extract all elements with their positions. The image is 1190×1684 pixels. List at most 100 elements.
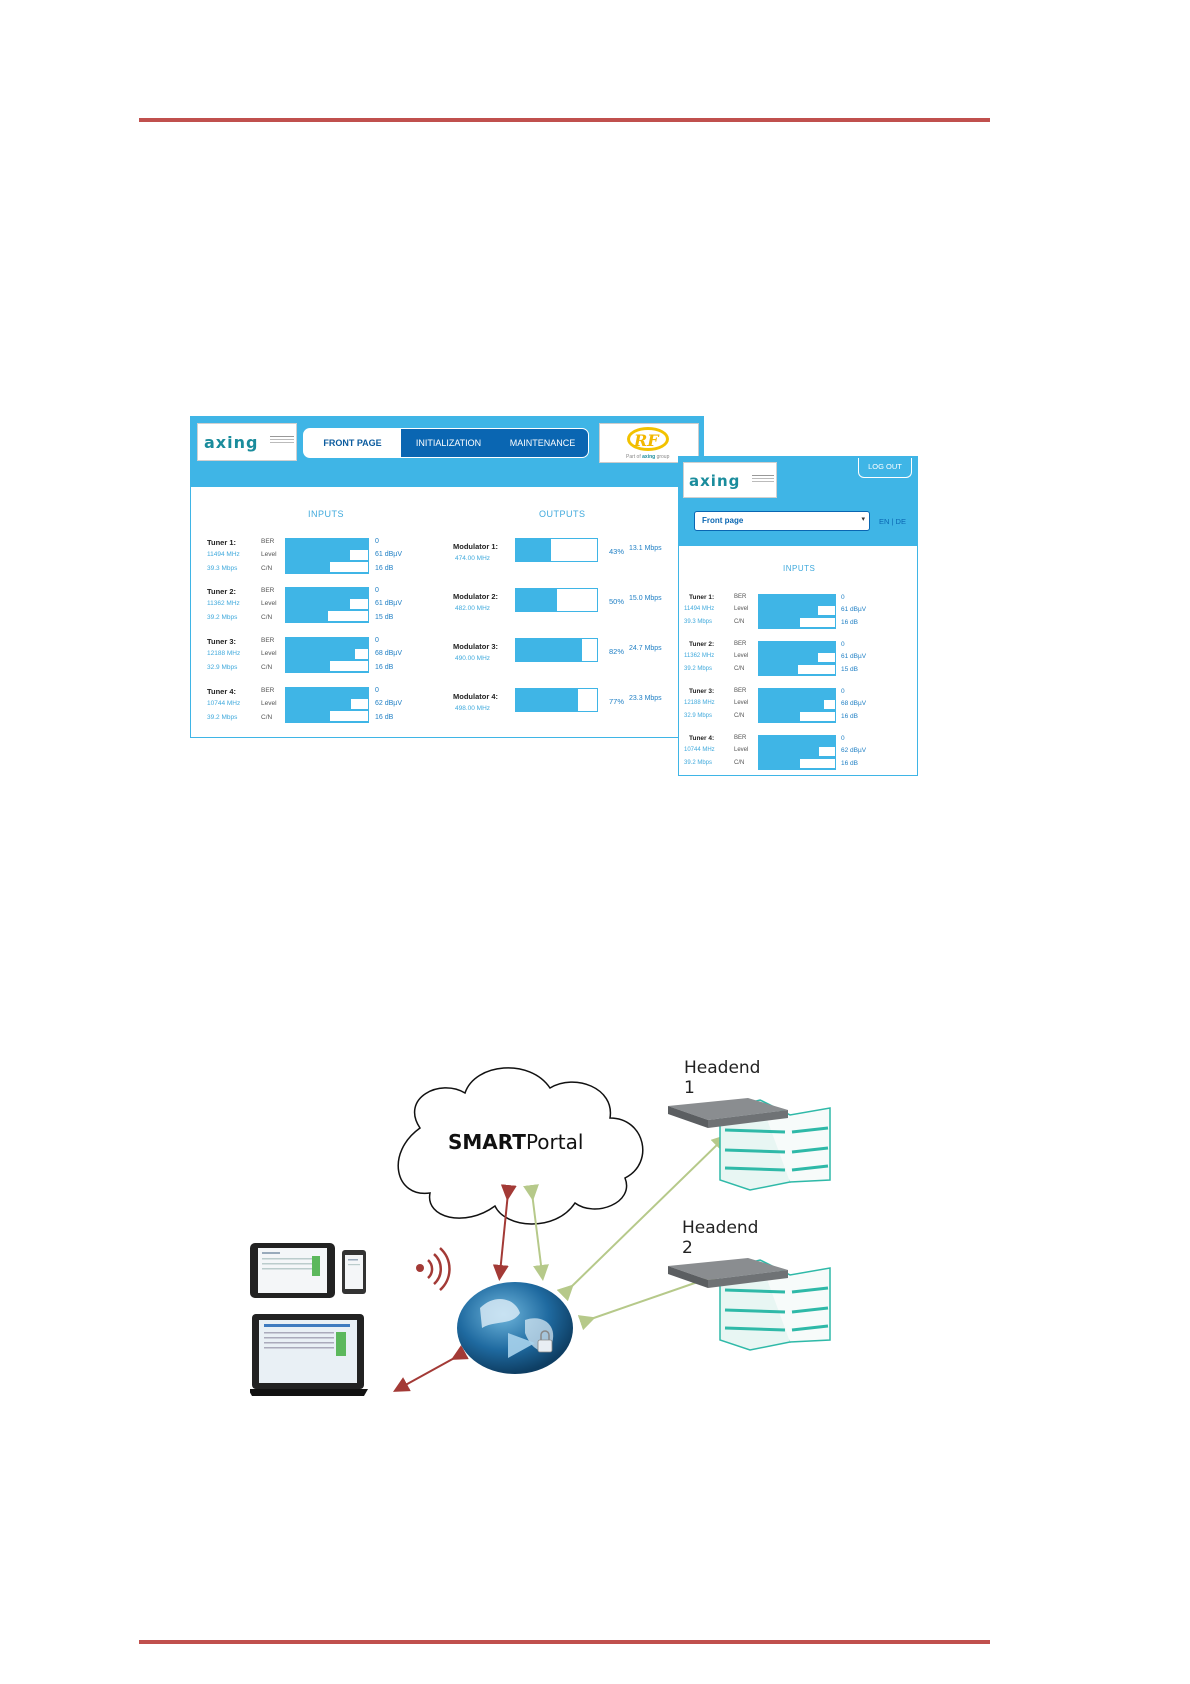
tuner-frequency: 11362 MHz [684, 653, 715, 659]
cn-value: 16 dB [375, 714, 394, 721]
diagram-graphics [250, 1067, 831, 1396]
level-value: 61 dBµV [375, 551, 402, 558]
tuner-bitrate: 39.2 Mbps [684, 666, 713, 672]
cn-value: 16 dB [841, 760, 858, 767]
tuner-bitrate: 32.9 Mbps [207, 664, 238, 671]
page-select[interactable]: Front page ▾ [694, 511, 870, 531]
tuner-bitrate: 39.2 Mbps [207, 614, 238, 621]
cn-label: C/N [261, 565, 273, 572]
level-value: 62 dBµV [841, 747, 867, 754]
tuner-row: Tuner 1: 11494 MHz 39.3 Mbps BER Level C… [681, 594, 901, 634]
cn-bar-gap [800, 759, 835, 768]
level-bar-gap [351, 699, 368, 709]
ber-label: BER [261, 687, 275, 694]
cn-value: 16 dB [841, 619, 858, 626]
tuner-frequency: 10744 MHz [684, 747, 715, 753]
tab-front-page[interactable]: FRONT PAGE [304, 429, 401, 457]
modulator-frequency: 498.00 MHz [455, 705, 491, 712]
chevron-down-icon: ▾ [861, 516, 865, 523]
ber-value: 0 [375, 637, 379, 644]
ber-value: 0 [375, 687, 379, 694]
modulator-load-fill [516, 589, 557, 611]
level-value: 68 dBµV [375, 650, 402, 657]
level-value: 61 dBµV [841, 653, 867, 660]
modulator-percent: 82% [609, 647, 625, 656]
logo-tagline [270, 436, 294, 443]
modulator-load-fill [516, 689, 579, 711]
axing-logo: axing [197, 423, 297, 461]
ber-label: BER [734, 688, 747, 694]
ber-label: BER [734, 594, 747, 600]
ber-label: BER [734, 735, 747, 741]
tablet-icon [250, 1243, 335, 1298]
globe-icon [457, 1282, 573, 1374]
modulator-frequency: 474.00 MHz [455, 555, 491, 562]
level-label: Level [261, 700, 277, 707]
modulator-load-fill [516, 539, 551, 561]
tuner-frequency: 11494 MHz [684, 606, 715, 612]
tuner-row: Tuner 2: 11362 MHz 39.2 Mbps BER Level C… [207, 587, 447, 631]
level-bar-gap [350, 599, 368, 609]
tuner-name: Tuner 3: [207, 637, 237, 646]
cn-bar-gap [330, 661, 368, 671]
tuner-frequency: 12188 MHz [207, 650, 241, 657]
tuner-row: Tuner 4: 10744 MHz 39.2 Mbps BER Level C… [681, 735, 901, 775]
tuner-row: Tuner 2: 11362 MHz 39.2 Mbps BER Level C… [681, 641, 901, 681]
tab-maintenance[interactable]: MAINTENANCE [496, 429, 588, 457]
logout-button[interactable]: LOG OUT [858, 458, 912, 478]
ber-value: 0 [375, 587, 379, 594]
cn-value: 16 dB [375, 664, 394, 671]
tuner-row: Tuner 4: 10744 MHz 39.2 Mbps BER Level C… [207, 687, 447, 731]
modulator-bitrate: 13.1 Mbps [629, 545, 662, 552]
cn-value: 16 dB [375, 565, 394, 572]
tuner-signal-bars [758, 688, 836, 723]
cn-label: C/N [261, 614, 273, 621]
tuner-row: Tuner 1: 11494 MHz 39.3 Mbps BER Level C… [207, 538, 447, 582]
level-label: Level [261, 551, 277, 558]
main-nav: FRONT PAGE INITIALIZATION MAINTENANCE [303, 428, 589, 458]
desktop-ui-screenshot: axing FRONT PAGE INITIALIZATION MAINTENA… [190, 416, 704, 738]
ber-value: 0 [841, 641, 845, 648]
tuner-name: Tuner 4: [689, 735, 715, 742]
cn-label: C/N [734, 619, 745, 625]
modulator-bitrate: 23.3 Mbps [629, 695, 662, 702]
inputs-title: INPUTS [783, 564, 816, 573]
level-bar-gap [819, 747, 835, 756]
tuner-row: Tuner 3: 12188 MHz 32.9 Mbps BER Level C… [681, 688, 901, 728]
modulator-frequency: 482.00 MHz [455, 605, 491, 612]
modulator-name: Modulator 4: [453, 692, 498, 701]
page-select-value: Front page [702, 516, 744, 525]
level-label: Level [261, 650, 277, 657]
headend-1-device-icon [668, 1098, 788, 1128]
tuner-signal-bars [285, 687, 369, 723]
language-switch[interactable]: EN | DE [879, 517, 906, 526]
modulator-bitrate: 15.0 Mbps [629, 595, 662, 602]
level-bar-gap [818, 653, 835, 662]
headend-2-device-icon [668, 1258, 788, 1288]
arrow-cloud-globe-green [523, 1184, 549, 1281]
modulator-percent: 77% [609, 697, 625, 706]
ber-label: BER [734, 641, 747, 647]
level-value: 68 dBµV [841, 700, 867, 707]
cn-value: 15 dB [841, 666, 858, 673]
level-label: Level [734, 747, 749, 753]
tuner-bitrate: 39.3 Mbps [684, 619, 713, 625]
headend-1-label: Headend 1 [684, 1058, 761, 1098]
level-value: 61 dBµV [375, 600, 402, 607]
ber-label: BER [261, 538, 275, 545]
phone-icon [342, 1250, 366, 1294]
arrow-globe-headend2 [577, 1271, 723, 1331]
level-label: Level [734, 700, 749, 706]
laptop-icon [250, 1314, 368, 1396]
cn-label: C/N [734, 760, 745, 766]
tuner-frequency: 11362 MHz [207, 600, 240, 607]
smartportal-label: SMARTPortal [448, 1130, 584, 1154]
tab-initialization[interactable]: INITIALIZATION [401, 429, 497, 457]
tuner-signal-bars [285, 587, 369, 623]
ber-value: 0 [841, 594, 845, 601]
logo-tagline [752, 475, 774, 482]
cn-value: 16 dB [841, 713, 858, 720]
arrow-globe-laptop [392, 1345, 469, 1392]
tuner-bitrate: 39.2 Mbps [207, 714, 238, 721]
cn-bar-gap [798, 665, 835, 674]
